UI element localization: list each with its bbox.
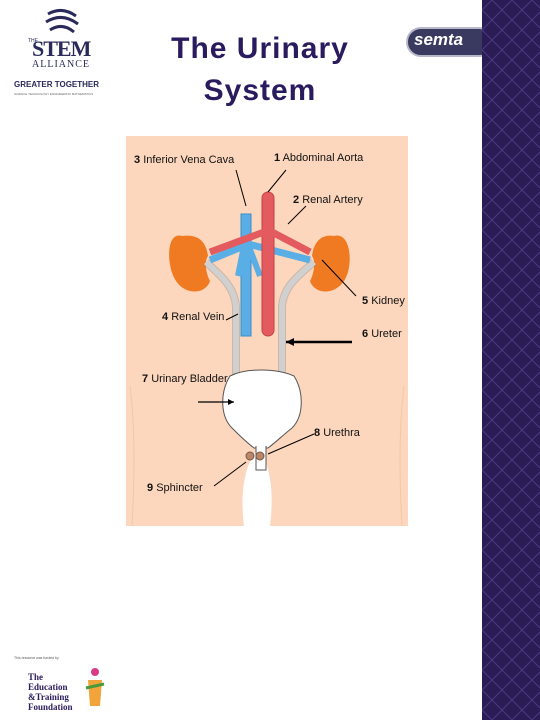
right-ureter (279, 259, 316, 376)
inferior-vena-cava (240, 213, 252, 337)
urinary-bladder (222, 369, 302, 449)
label-abdominal-aorta: 1 Abdominal Aorta (274, 152, 364, 164)
vena-cava-branch-left (235, 245, 247, 277)
vena-cava-branch-right (245, 242, 263, 278)
label-inferior-vena-cava: 3 Inferior Vena Cava (134, 154, 235, 166)
pointer-vena-cava (235, 169, 247, 207)
semta-logo-text: semta (414, 30, 464, 49)
left-sphincter (245, 451, 255, 461)
left-ureter-outline (203, 259, 240, 376)
pointer-sphincter (213, 461, 247, 487)
semta-logo: semta (404, 24, 516, 62)
label-urethra: 8 Urethra (314, 427, 360, 439)
pointer-renal-artery (287, 205, 307, 225)
label-renal-artery: 2 Renal Artery (293, 194, 363, 206)
right-sphincter (255, 451, 265, 461)
stem-swirl-icon (45, 9, 79, 34)
right-leg-line (399, 385, 405, 526)
abdominal-aorta (261, 191, 275, 337)
left-renal-vein (208, 242, 246, 264)
stem-logo-alliance: ALLIANCE (32, 59, 90, 70)
diamond-pattern (482, 0, 540, 720)
pointer-renal-vein (225, 313, 239, 321)
stem-logo-the: THE (28, 38, 38, 44)
stem-logo-tagline: SCIENCE TECHNOLOGY ENGINEERING MATHEMATI… (14, 92, 94, 96)
stem-logo-stem: STEM (32, 36, 91, 61)
education-training-foundation-logo: This resource was funded by The Educatio… (8, 656, 105, 716)
stem-logo-greater-together: GREATER TOGETHER (14, 80, 100, 89)
pointer-urethra (267, 433, 315, 455)
left-ureter (203, 259, 239, 376)
pointer-kidney (321, 259, 357, 297)
label-ureter: 6 Ureter (362, 328, 402, 340)
right-ureter-outline (278, 258, 317, 376)
stem-alliance-logo: THE STEM ALLIANCE GREATER TOGETHER SCIEN… (10, 8, 120, 98)
page-title: The Urinary System (140, 28, 380, 112)
pointer-aorta (267, 169, 287, 193)
urinary-system-diagram (126, 136, 408, 526)
semta-logo-pill (406, 27, 494, 57)
left-kidney (169, 235, 210, 292)
right-kidney (310, 235, 350, 292)
right-renal-vein (247, 240, 311, 264)
title-line-1: The Urinary (171, 32, 349, 65)
left-leg-line (129, 385, 135, 526)
left-renal-artery (208, 228, 266, 256)
foundation-figure-icon (85, 668, 105, 706)
pointer-ureter-head (286, 338, 294, 346)
label-sphincter: 9 Sphincter (147, 482, 203, 494)
pointer-bladder-head (228, 399, 234, 405)
foundation-name: The Education &Training Foundation (28, 672, 73, 712)
right-renal-artery (270, 228, 312, 256)
foundation-funded-text: This resource was funded by (14, 656, 59, 660)
label-kidney: 5 Kidney (362, 295, 405, 307)
label-urinary-bladder: 7 Urinary Bladder (142, 373, 228, 385)
label-renal-vein: 4 Renal Vein (162, 311, 225, 323)
title-line-2: System (203, 74, 317, 107)
decorative-side-strip (482, 0, 540, 720)
